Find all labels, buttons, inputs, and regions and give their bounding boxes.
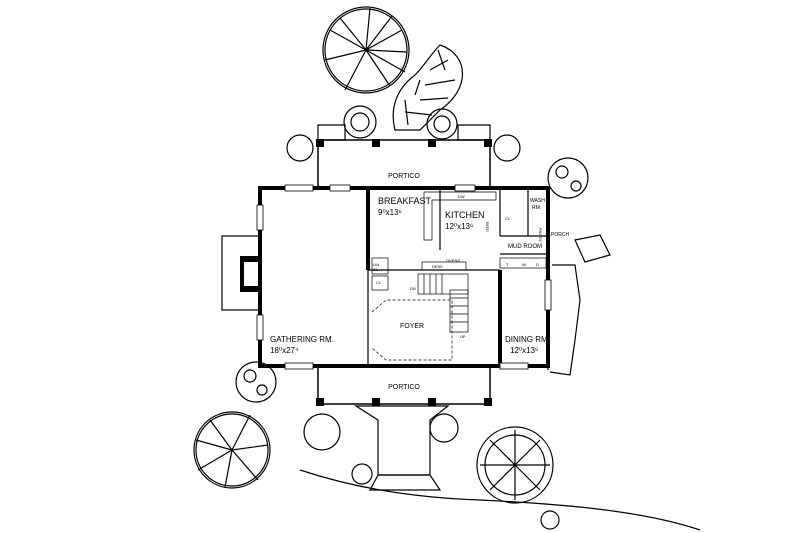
trees-front [193,361,701,531]
shrubs-rear [286,105,589,199]
label-pantry: PANTRY [538,228,542,243]
label-gathering-dims: 18⁰x27⁴ [270,346,299,355]
fixture-labels: PANTRY DESK OVENS DW REFG LIN CL CL CL D… [373,194,542,339]
stone-walkway-rear [392,44,463,131]
label-refg: REFG [485,222,489,232]
label-breakfast-dims: 9⁰x13⁶ [378,208,402,217]
label-ovens: OVENS [446,258,460,263]
label-dining-dims: 12⁰x13⁶ [510,346,538,355]
label-gathering: GATHERING RM. [270,335,334,344]
label-cl-2: CL [505,216,511,221]
label-desk: DESK [432,264,443,269]
label-foyer: FOYER [400,323,424,330]
label-porch: PORCH [551,232,569,238]
label-lin-cl-2: CL [373,267,379,272]
label-kitchen: KITCHEN [445,210,485,220]
label-breakfast: BREAKFAST [378,196,432,206]
house-walls [256,184,552,370]
label-wash-rm-1: WASH [530,198,545,204]
label-lin-cl-1: LIN [373,262,379,267]
label-kitchen-dims: 12⁰x13⁶ [445,222,473,231]
portico-front: PORTICO [316,365,492,406]
label-dw: DW [458,194,465,199]
portico-rear: PORTICO [316,139,492,189]
label-mud-room: MUD ROOM [508,244,542,250]
label-portico-front: PORTICO [388,384,420,391]
label-dining: DINING RM. [505,335,550,344]
label-stair-up: UP [460,334,466,339]
label-dryer: D [536,262,539,267]
label-cl-1: CL [376,280,382,285]
label-tub: T [506,262,509,267]
tree-top-left [322,6,410,94]
fireplace [221,235,262,311]
shrubs-right [547,234,611,376]
label-washer: W [522,262,526,267]
front-walkway [353,405,450,491]
label-stair-dn: DN [410,286,416,291]
room-labels: BREAKFAST 9⁰x13⁶ KITCHEN 12⁰x13⁶ GATHERI… [270,196,569,355]
label-portico-rear: PORTICO [388,173,420,180]
label-wash-rm-2: RM. [532,205,541,211]
